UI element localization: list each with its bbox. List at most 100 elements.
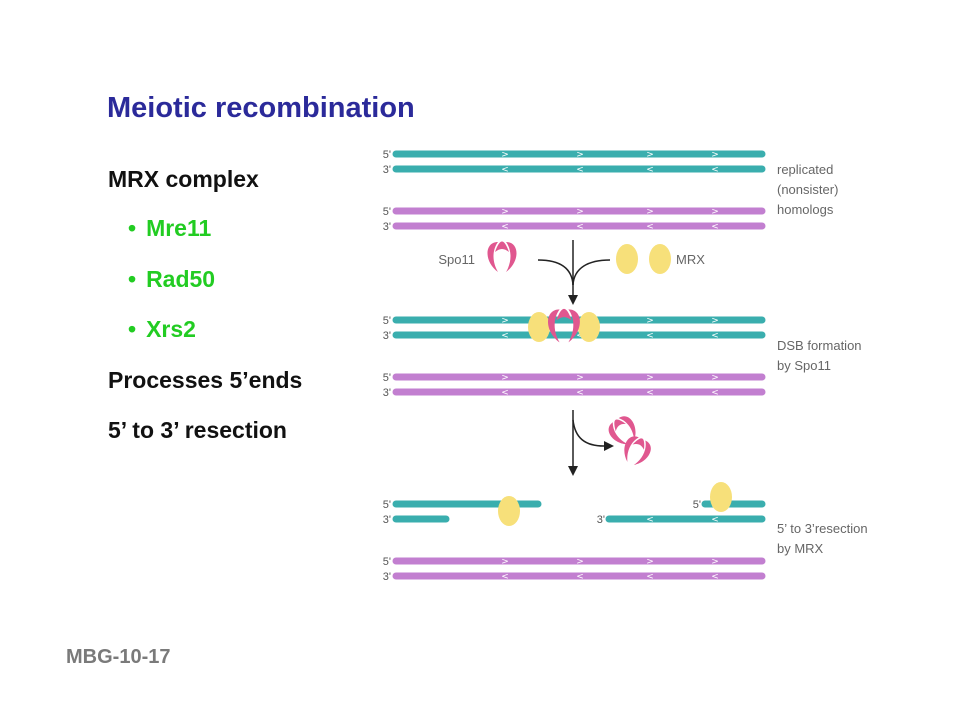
spo11-left-lobe xyxy=(624,436,639,462)
release-arrow-head xyxy=(604,441,614,451)
three-prime-label: 3' xyxy=(383,387,391,399)
dsb-formation-label: DSB formation xyxy=(777,338,862,353)
spo11-right-lobe xyxy=(568,309,580,343)
five-prime-label: 5' xyxy=(383,315,391,327)
replicated-homologs-label: replicated xyxy=(777,162,833,177)
step-arrow-1 xyxy=(568,240,578,305)
bullet-mre11-label: Mre11 xyxy=(146,215,212,241)
strand-direction-mark: > xyxy=(501,207,509,217)
step-arrow-2 xyxy=(568,410,578,476)
strand-direction-mark: > xyxy=(711,373,719,383)
mrx-bound-left xyxy=(528,312,550,342)
spo11-cap xyxy=(614,419,627,432)
spo11-right-lobe xyxy=(506,242,517,272)
spo11-cap xyxy=(556,308,572,321)
spo11-cap xyxy=(632,438,645,450)
strand-direction-mark: > xyxy=(646,373,654,383)
five-prime-label: 5' xyxy=(693,499,701,511)
spo11-protein xyxy=(487,241,517,272)
three-prime-label: 3' xyxy=(597,514,605,526)
strand-direction-mark: < xyxy=(501,222,509,232)
spo11-left-lobe xyxy=(608,422,629,445)
strand-direction-mark: < xyxy=(646,331,654,341)
mrx-label: MRX xyxy=(676,252,705,267)
resection-homolog-2-bottom-strand: <<<< xyxy=(392,572,766,582)
arrow-head xyxy=(568,295,578,305)
strand-direction-mark: > xyxy=(576,150,584,160)
strand-direction-mark: < xyxy=(501,388,509,398)
bullet-xrs2: • Xrs2 xyxy=(128,316,196,343)
strand-direction-mark: < xyxy=(501,165,509,175)
resection-label: 5’ to 3’resection xyxy=(777,521,868,536)
strand-direction-mark: > xyxy=(501,316,509,326)
strand-direction-mark: > xyxy=(646,557,654,567)
bullet-resection: 5’ to 3’ resection xyxy=(108,417,287,443)
strand-direction-mark: < xyxy=(711,388,719,398)
strand-direction-mark: > xyxy=(576,207,584,217)
release-line xyxy=(572,419,605,447)
strand-direction-mark: < xyxy=(711,572,719,582)
strand-direction-mark: > xyxy=(646,316,654,326)
figure-code: MBG-10-17 xyxy=(66,646,171,668)
three-prime-label: 3' xyxy=(383,330,391,342)
five-prime-label: 5' xyxy=(383,206,391,218)
bullet-mre11: • Mre11 xyxy=(128,215,211,242)
replicated-homologs-label: (nonsister) xyxy=(777,182,838,197)
arrow-head xyxy=(568,466,578,476)
dsb-formation-label: by Spo11 xyxy=(777,358,831,373)
three-prime-label: 3' xyxy=(383,514,391,526)
strand-direction-mark: > xyxy=(711,316,719,326)
strand-direction-mark: > xyxy=(711,557,719,567)
bullet-rad50: • Rad50 xyxy=(128,266,215,293)
strand-direction-mark: < xyxy=(646,515,654,525)
strand-direction-mark: < xyxy=(711,515,719,525)
strand-direction-mark: < xyxy=(576,572,584,582)
homolog-2-top-strand: >>>> xyxy=(392,207,766,217)
three-prime-label: 3' xyxy=(383,571,391,583)
resection-label: by MRX xyxy=(777,541,824,556)
strand-direction-mark: < xyxy=(576,222,584,232)
three-prime-label: 3' xyxy=(383,164,391,176)
homolog-2-bottom-strand: <<<< xyxy=(392,222,766,232)
bullet-rad50-label: Rad50 xyxy=(146,266,216,292)
strand-direction-mark: < xyxy=(711,165,719,175)
homolog-1-bottom-strand: <<<< xyxy=(392,165,766,175)
resection-homolog-2-top-strand: >>>> xyxy=(392,557,766,567)
dsb-homolog-2-top-strand: > > > > xyxy=(392,373,766,383)
strand-direction-mark: > xyxy=(501,373,509,383)
five-prime-label: 5' xyxy=(383,372,391,384)
strand-direction-mark: > xyxy=(576,373,584,383)
strand-direction-mark: > xyxy=(576,557,584,567)
bullet-processes: Processes 5’ends xyxy=(108,367,303,393)
mrx-protein-2 xyxy=(649,244,671,274)
strand-direction-mark: < xyxy=(646,388,654,398)
dsb-homolog-1-bottom-strand: <<<< xyxy=(392,331,766,341)
slide-title: Meiotic recombination xyxy=(107,92,415,124)
strand-direction-mark: > xyxy=(501,150,509,160)
strand-direction-mark: < xyxy=(501,331,509,341)
bullet-dot: • xyxy=(128,215,137,241)
three-prime-label: 3' xyxy=(383,221,391,233)
strand-direction-mark: < xyxy=(646,222,654,232)
spo11-cap xyxy=(495,241,509,252)
spo11-bound xyxy=(548,308,580,343)
bullet-dot: • xyxy=(128,266,137,292)
bullet-dot: • xyxy=(128,316,137,342)
bullet-xrs2-label: Xrs2 xyxy=(146,316,196,342)
homolog-1-top-strand: >>>> xyxy=(392,150,766,160)
strand-direction-mark: > xyxy=(646,150,654,160)
mrx-bound-right xyxy=(578,312,600,342)
strand-direction-mark: < xyxy=(711,331,719,341)
strand-direction-mark: < xyxy=(501,572,509,582)
spo11-released-a xyxy=(608,416,636,445)
replicated-homologs-label: homologs xyxy=(777,202,834,217)
merge-line-right xyxy=(572,259,611,286)
merge-line-left xyxy=(537,259,574,286)
five-prime-label: 5' xyxy=(383,556,391,568)
spo11-label: Spo11 xyxy=(438,252,475,267)
five-prime-label: 5' xyxy=(383,499,391,511)
mrx-resection-right xyxy=(710,482,732,512)
spo11-right-lobe xyxy=(633,440,651,465)
strand-direction-mark: > xyxy=(711,207,719,217)
